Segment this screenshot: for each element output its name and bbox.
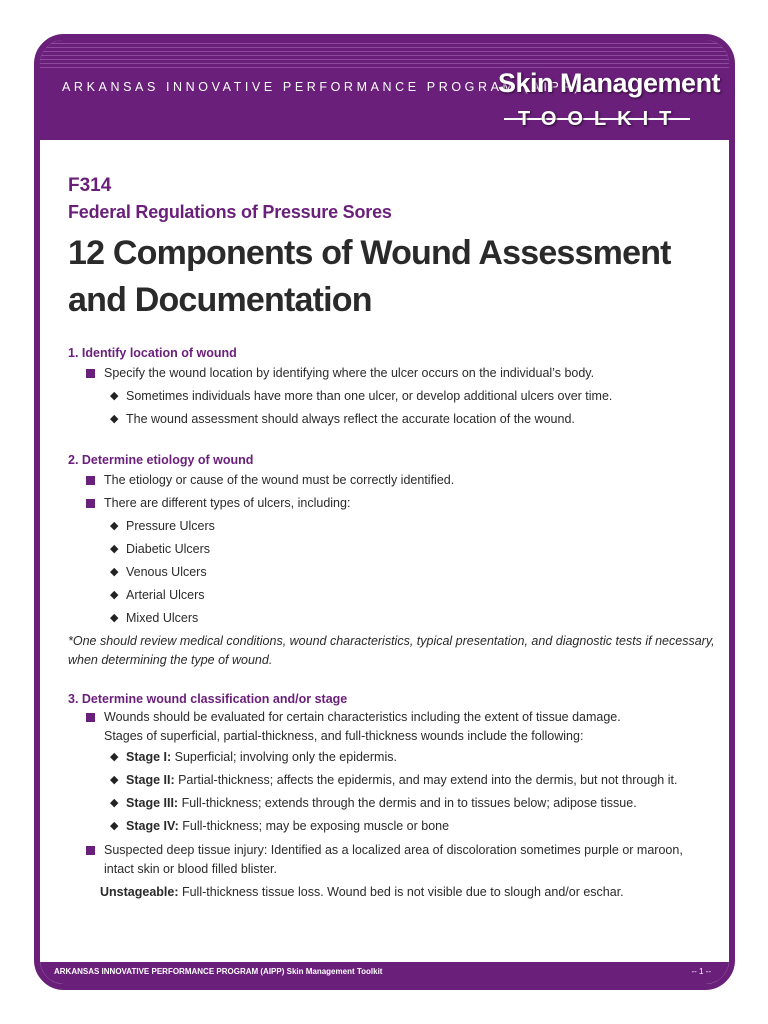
list-item-continuation: Stages of superficial, partial-thickness… — [104, 729, 584, 743]
page-number: -- 1 -- — [691, 967, 711, 976]
sub-list-item: ◆ Venous Ulcers — [110, 565, 207, 579]
sub-list-item: ◆ Mixed Ulcers — [110, 611, 199, 625]
stage-item: ◆ Stage IV: Full-thickness; may be expos… — [110, 819, 450, 833]
stage-label: Stage I: — [126, 750, 172, 764]
page-header: ARKANSAS INNOVATIVE PERFORMANCE PROGRAM … — [40, 40, 729, 140]
section-heading: 1. Identify location of wound — [68, 346, 237, 360]
square-bullet-icon — [86, 476, 95, 485]
section-heading: 2. Determine etiology of wound — [68, 453, 254, 467]
diamond-bullet-icon: ◆ — [110, 774, 119, 786]
page-title: 12 Components of Wound Assessment and Do… — [68, 230, 718, 324]
unstageable-definition: Unstageable: Full-thickness tissue loss.… — [100, 885, 624, 899]
stage-label: Stage III: — [126, 796, 179, 810]
toolkit-title: Skin Management — [498, 68, 721, 98]
diamond-bullet-icon: ◆ — [110, 413, 119, 425]
regulation-title: Federal Regulations of Pressure Sores — [68, 202, 392, 222]
sub-list-item: ◆ Sometimes individuals have more than o… — [110, 389, 613, 403]
section-2: 2. Determine etiology of wound The etiol… — [68, 451, 718, 670]
stage-label: Stage IV: — [126, 819, 179, 833]
stage-label: Stage II: — [126, 773, 175, 787]
square-bullet-icon — [86, 369, 95, 378]
program-name: ARKANSAS INNOVATIVE PERFORMANCE PROGRAM … — [62, 80, 583, 94]
list-item: There are different types of ulcers, inc… — [68, 492, 718, 515]
page-title-line-1: 12 Components of Wound Assessment — [68, 234, 671, 272]
page-title-line-2: and Documentation — [68, 281, 373, 319]
unstageable-label: Unstageable: — [100, 885, 179, 899]
footer-text: ARKANSAS INNOVATIVE PERFORMANCE PROGRAM … — [54, 967, 383, 976]
list-item: The etiology or cause of the wound must … — [68, 469, 718, 492]
stage-item: ◆ Stage I: Superficial; involving only t… — [110, 750, 397, 764]
list-item: Wounds should be evaluated for certain c… — [68, 708, 718, 727]
document-body: F314 Federal Regulations of Pressure Sor… — [68, 174, 718, 904]
toolkit-subtitle: TOOLKIT — [518, 108, 683, 130]
section-heading: 3. Determine wound classification and/or… — [68, 692, 348, 706]
diamond-bullet-icon: ◆ — [110, 520, 119, 532]
diamond-bullet-icon: ◆ — [110, 797, 119, 809]
stage-item: ◆ Stage II: Partial-thickness; affects t… — [110, 773, 678, 787]
diamond-bullet-icon: ◆ — [110, 566, 119, 578]
sub-list-item: ◆ Arterial Ulcers — [110, 588, 205, 602]
header-stripes — [40, 40, 729, 68]
diamond-bullet-icon: ◆ — [110, 390, 119, 402]
list-item: Specify the wound location by identifyin… — [68, 362, 718, 385]
section-1: 1. Identify location of wound Specify th… — [68, 344, 718, 431]
page-footer: ARKANSAS INNOVATIVE PERFORMANCE PROGRAM … — [40, 962, 729, 984]
sub-list-item: ◆ The wound assessment should always ref… — [110, 412, 575, 426]
regulation-code: F314 — [68, 175, 112, 196]
page-frame: ARKANSAS INNOVATIVE PERFORMANCE PROGRAM … — [34, 34, 735, 990]
diamond-bullet-icon: ◆ — [110, 612, 119, 624]
section-note: *One should review medical conditions, w… — [68, 634, 715, 667]
square-bullet-icon — [86, 846, 95, 855]
section-3: 3. Determine wound classification and/or… — [68, 690, 718, 904]
square-bullet-icon — [86, 713, 95, 722]
list-item-continuation: intact skin or blood filled blister. — [104, 862, 278, 876]
sub-list-item: ◆ Diabetic Ulcers — [110, 542, 211, 556]
stage-item: ◆ Stage III: Full-thickness; extends thr… — [110, 796, 637, 810]
diamond-bullet-icon: ◆ — [110, 589, 119, 601]
list-item: Suspected deep tissue injury: Identified… — [68, 841, 718, 860]
diamond-bullet-icon: ◆ — [110, 820, 119, 832]
sub-list-item: ◆ Pressure Ulcers — [110, 519, 215, 533]
toolkit-rule — [504, 118, 690, 120]
diamond-bullet-icon: ◆ — [110, 751, 119, 763]
diamond-bullet-icon: ◆ — [110, 543, 119, 555]
square-bullet-icon — [86, 499, 95, 508]
